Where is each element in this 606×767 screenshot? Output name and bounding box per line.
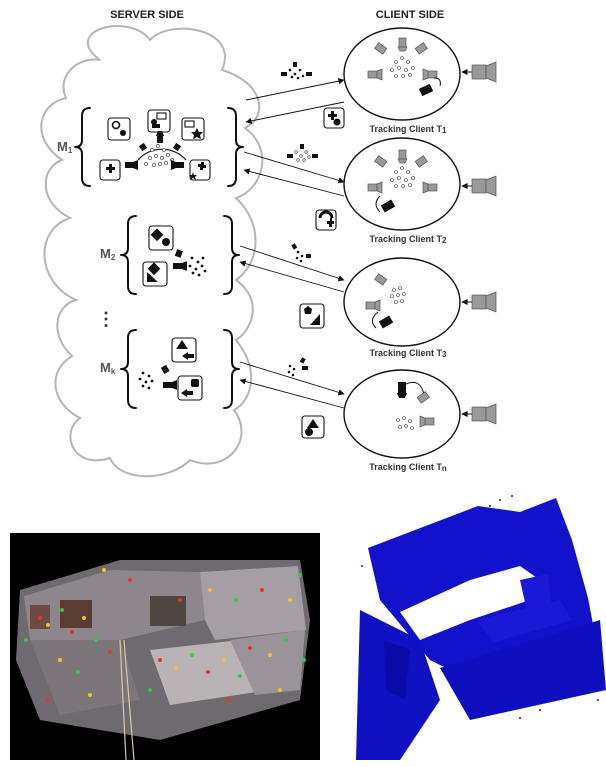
camera-icon bbox=[414, 155, 428, 168]
camera-icon bbox=[471, 61, 497, 83]
camera-icon bbox=[422, 68, 438, 81]
camera-icon bbox=[156, 131, 164, 143]
camera-icon bbox=[173, 261, 187, 271]
map-point-icon bbox=[396, 416, 414, 430]
payload-points-1 bbox=[281, 62, 312, 80]
camera-icon bbox=[163, 380, 177, 390]
client-side-header: CLIENT SIDE bbox=[376, 9, 444, 21]
keyframe-icon bbox=[299, 303, 325, 329]
camera-icon bbox=[471, 291, 497, 313]
camera-icon bbox=[172, 142, 182, 152]
camera-icon bbox=[416, 391, 430, 404]
svg-text:Mk: Mk bbox=[100, 360, 116, 376]
maps-ellipsis: ⋮ bbox=[97, 309, 115, 329]
payload-points-3 bbox=[291, 243, 311, 263]
map-point-icon bbox=[390, 166, 415, 188]
map-point-icon bbox=[138, 371, 154, 390]
camera-icon bbox=[397, 149, 408, 164]
camera-icon bbox=[171, 160, 184, 170]
keyframe-icon bbox=[171, 337, 197, 363]
camera-icon bbox=[367, 68, 383, 81]
map-label-k: Mk bbox=[100, 360, 116, 376]
camera-icon bbox=[138, 142, 148, 152]
camera-icon bbox=[471, 403, 497, 425]
camera-icon bbox=[471, 175, 497, 197]
map-2 bbox=[120, 215, 240, 295]
camera-icon bbox=[419, 415, 435, 428]
pointcloud-render bbox=[356, 495, 606, 760]
map-point-icon bbox=[390, 56, 415, 78]
svg-text:M2: M2 bbox=[100, 246, 116, 262]
tracking-client-label-2: Tracking Client T2 bbox=[370, 234, 448, 245]
camera-icon bbox=[160, 364, 170, 374]
tracking-client-2 bbox=[343, 137, 461, 231]
tracking-client-label-1: Tracking Client T1 bbox=[370, 124, 448, 135]
camera-icon bbox=[374, 273, 388, 286]
keyframe-icon bbox=[142, 261, 168, 287]
svg-text:M1: M1 bbox=[57, 139, 73, 155]
keyframe-icon bbox=[181, 117, 205, 141]
keyframe-icon bbox=[177, 375, 203, 401]
camera-icon bbox=[374, 42, 388, 55]
map-label-1: M1 bbox=[57, 139, 73, 155]
keyframe-icon bbox=[99, 159, 121, 181]
keyframe-icon bbox=[107, 117, 131, 141]
keyframe-icon bbox=[147, 109, 171, 133]
payload-points-2 bbox=[287, 144, 318, 162]
keyframe-icon bbox=[301, 415, 325, 439]
keyframe-icon bbox=[315, 209, 337, 231]
payload-points-k bbox=[287, 357, 308, 377]
keyframe-icon bbox=[323, 107, 345, 129]
map-k bbox=[120, 329, 240, 409]
camera-icon bbox=[397, 37, 408, 52]
keyframe-icon bbox=[189, 159, 211, 181]
camera-icon bbox=[414, 42, 428, 55]
map-point-icon bbox=[390, 286, 406, 304]
keyframe-icon bbox=[148, 225, 174, 251]
tracking-client-3 bbox=[343, 257, 461, 347]
map-label-2: M2 bbox=[100, 246, 116, 262]
camera-icon bbox=[374, 155, 388, 168]
camera-icon bbox=[367, 181, 383, 194]
tracking-client-label-n: Tracking Client Tn bbox=[369, 462, 447, 473]
tracking-client-label-3: Tracking Client T3 bbox=[370, 348, 448, 359]
camera-icon bbox=[174, 249, 183, 258]
tracking-client-n bbox=[343, 369, 461, 459]
server-cloud bbox=[40, 25, 264, 478]
camera-icon bbox=[372, 311, 394, 329]
server-side-header: SERVER SIDE bbox=[110, 9, 184, 21]
camera-icon bbox=[365, 299, 381, 312]
map-point-icon bbox=[188, 256, 207, 277]
camera-icon bbox=[397, 381, 425, 398]
camera-icon bbox=[418, 77, 441, 97]
arrows bbox=[239, 78, 345, 409]
camera-icon bbox=[125, 160, 138, 170]
map-1 bbox=[74, 107, 244, 187]
camera-icon bbox=[375, 195, 396, 213]
camera-icon bbox=[422, 181, 438, 194]
reconstruction-photo bbox=[10, 533, 320, 761]
tracking-client-1 bbox=[343, 27, 461, 121]
